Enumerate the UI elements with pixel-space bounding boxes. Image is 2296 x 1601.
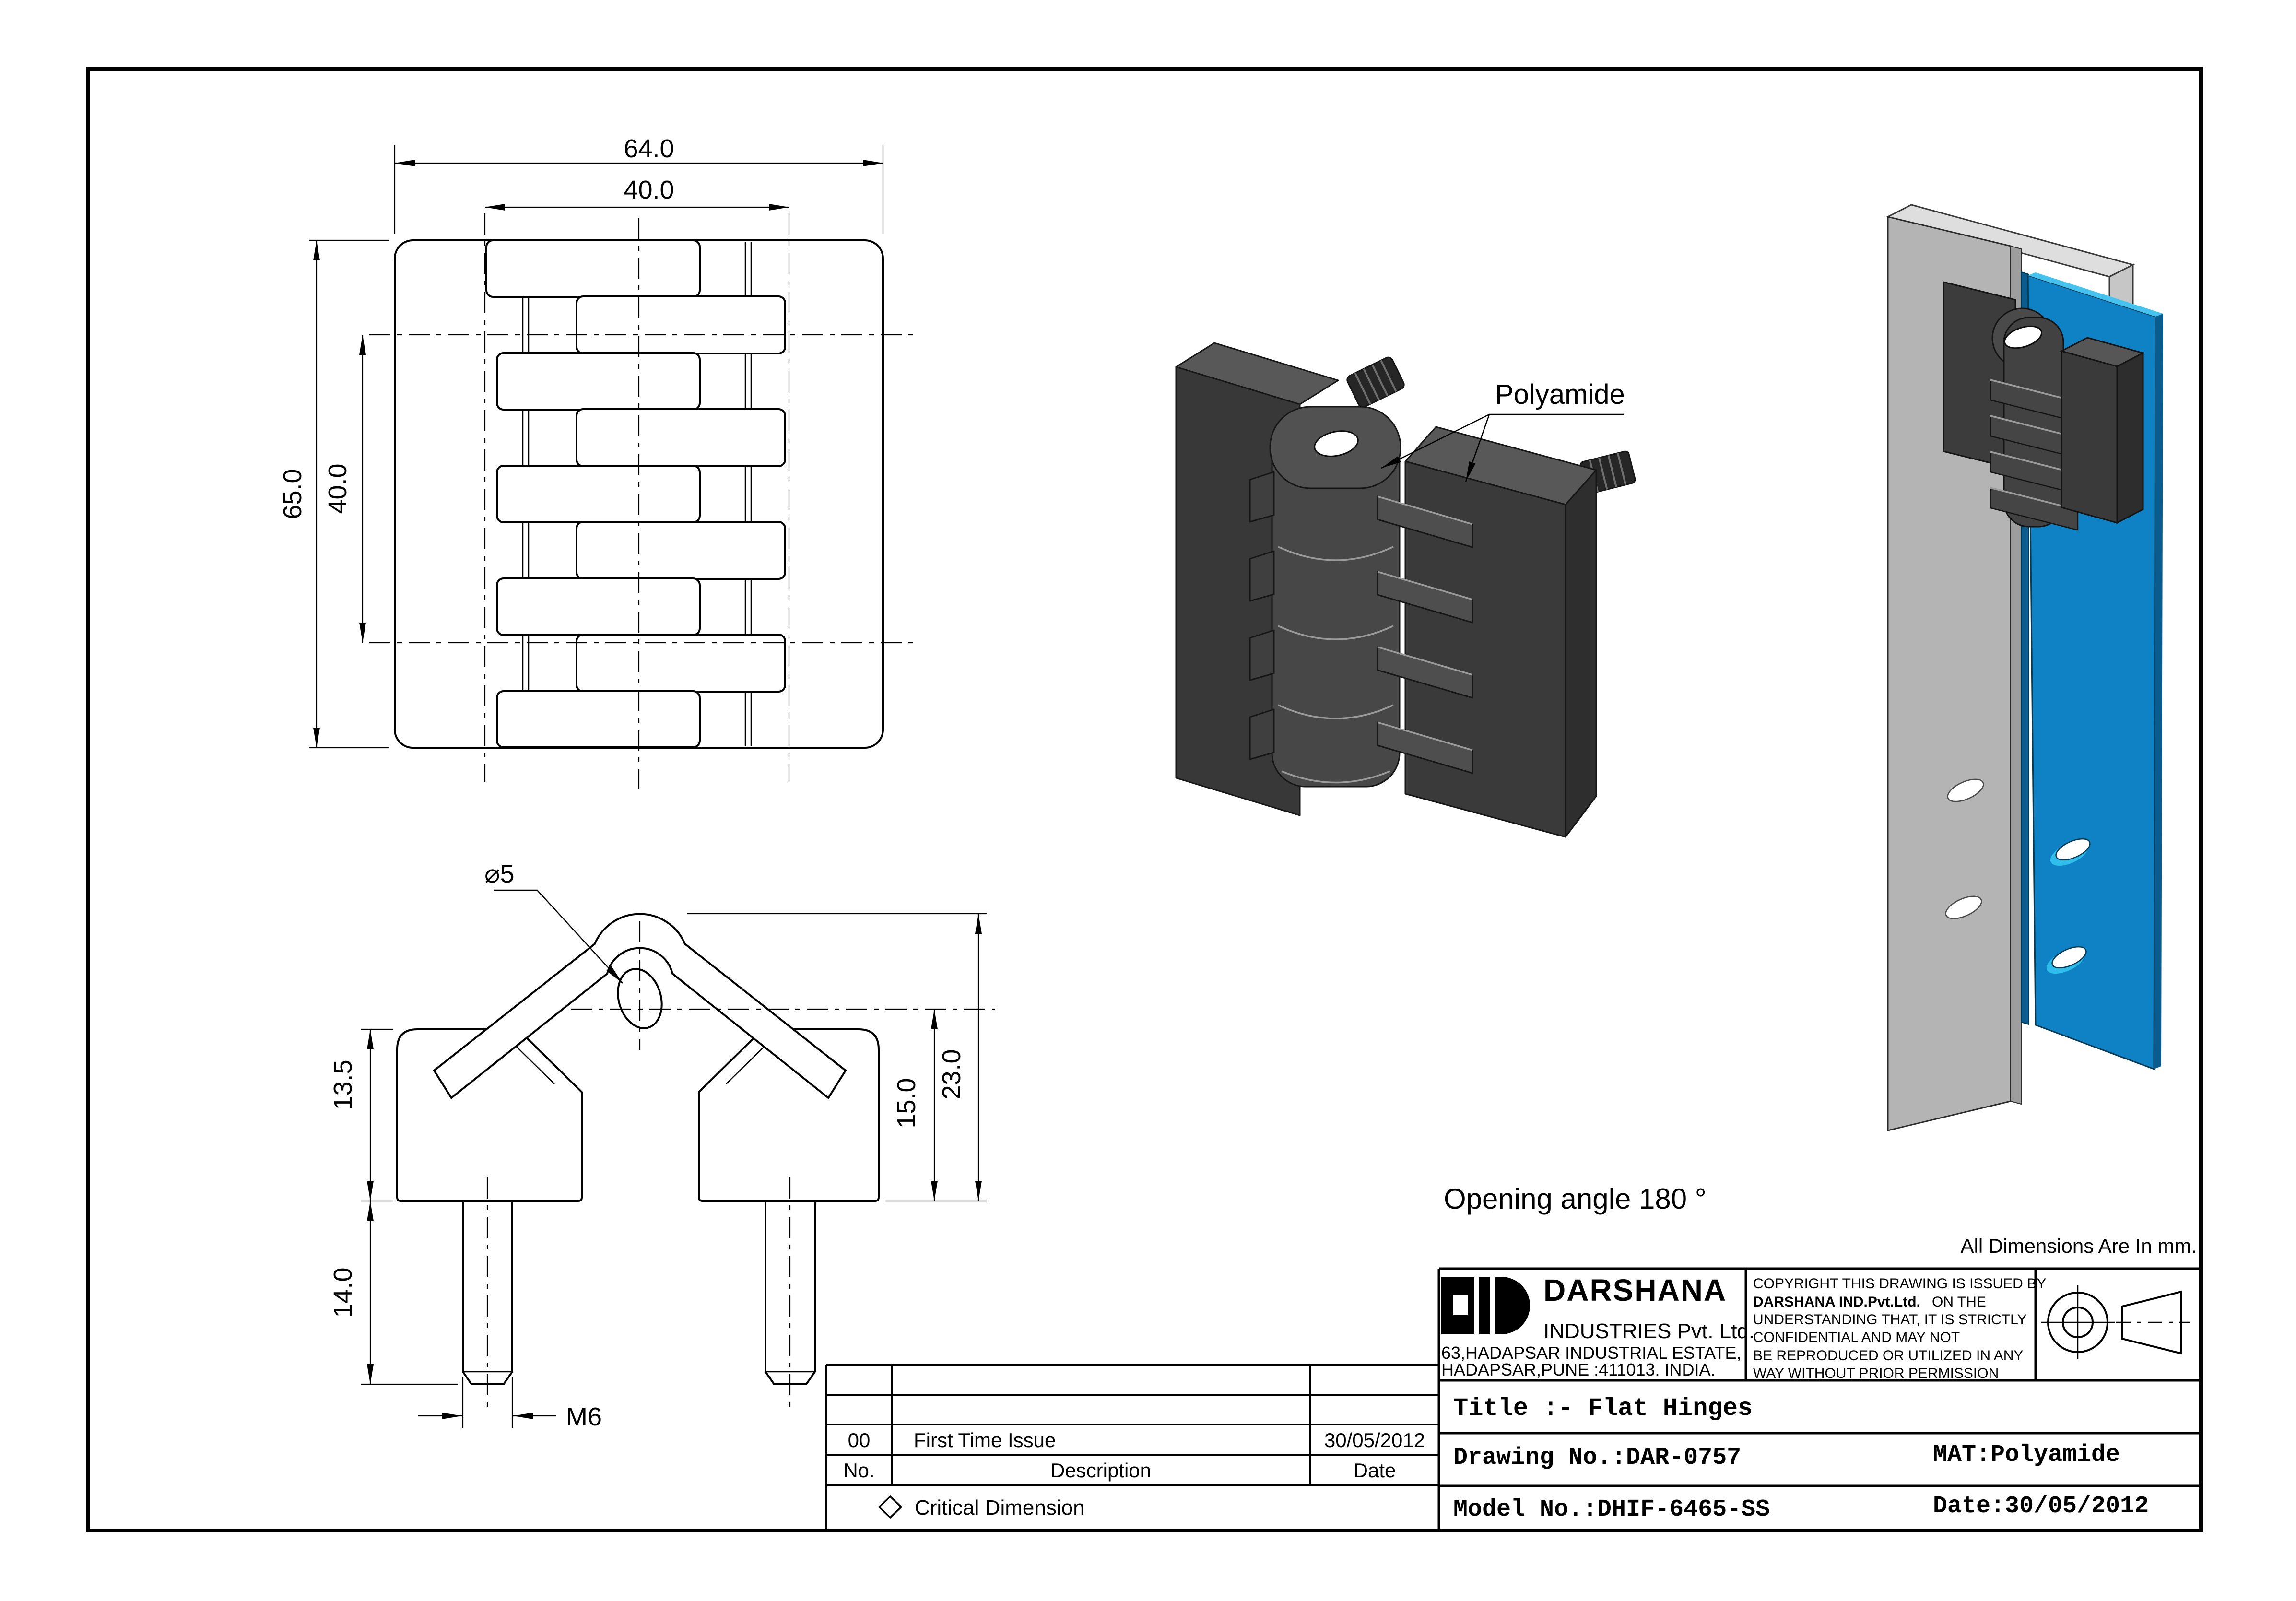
front-view: 64.0 40.0 65.0 40.0 xyxy=(278,134,918,789)
date-field: Date:30/05/2012 xyxy=(1933,1493,2149,1520)
dim-body-height: 13.5 xyxy=(329,1059,357,1110)
revision-no: 00 xyxy=(848,1429,871,1451)
hinge-leaves xyxy=(433,913,847,1099)
blue-panel-hole xyxy=(2055,838,2091,861)
sheet-border xyxy=(86,67,2203,1532)
model-number: Model No.:DHIF-6465-SS xyxy=(1453,1496,1770,1523)
projection-symbol xyxy=(2041,1285,2190,1359)
copyright-line: COPYRIGHT THIS DRAWING IS ISSUED BY xyxy=(1753,1276,2046,1292)
dim-thread: M6 xyxy=(566,1402,602,1431)
revision-date: 30/05/2012 xyxy=(1324,1429,1425,1451)
front-view-dimensions: 64.0 40.0 65.0 40.0 xyxy=(278,134,884,749)
copyright-line-bold: DARSHANA IND.Pvt.Ltd. xyxy=(1753,1294,1920,1310)
dim-hole-dia: ⌀5 xyxy=(484,859,515,888)
knuckle-bar-highlight xyxy=(1377,721,1473,751)
logo-mark xyxy=(1479,1277,1490,1334)
copyright-line: WAY WITHOUT PRIOR PERMISSION xyxy=(1753,1366,1999,1381)
knuckle-band xyxy=(576,295,786,354)
copyright-line: BE REPRODUCED OR UTILIZED IN ANY xyxy=(1753,1348,2023,1364)
dim-total-height: 23.0 xyxy=(937,1049,966,1099)
copyright-note: COPYRIGHT THIS DRAWING IS ISSUED BY DARS… xyxy=(1753,1276,2046,1381)
material-label: Polyamide xyxy=(1495,379,1625,410)
knuckle-bar-highlight xyxy=(1377,495,1473,525)
company-subname: INDUSTRIES Pvt. Ltd. xyxy=(1543,1319,1754,1343)
side-view: ⌀5 13.5 14.0 M6 15.0 23.0 xyxy=(329,859,995,1431)
knuckle-wedge xyxy=(1249,471,1275,523)
blue-panel-right-edge xyxy=(2154,314,2163,1069)
drawing-title: Title :- Flat Hinges xyxy=(1453,1394,1753,1423)
hinge-right-block-front xyxy=(2061,350,2118,524)
logo-mark xyxy=(1495,1277,1530,1334)
company-logo xyxy=(1441,1277,1530,1334)
blue-panel-hole xyxy=(2051,946,2087,969)
mounted-hinge xyxy=(1943,281,2145,531)
dim-width-outer: 64.0 xyxy=(624,134,674,163)
projection-cone xyxy=(2121,1290,2182,1355)
copyright-line: CONFIDENTIAL AND MAY NOT xyxy=(1753,1330,1960,1345)
thread-lines xyxy=(1354,360,1397,405)
callout-leader xyxy=(1465,414,1490,482)
knuckle-band xyxy=(496,352,701,411)
hinge-hole xyxy=(2003,325,2043,349)
stud-body xyxy=(1346,356,1405,408)
hole-leader xyxy=(494,889,623,984)
knuckle-wedge xyxy=(1249,708,1275,760)
front-view-centerlines xyxy=(369,213,918,789)
units-note: All Dimensions Are In mm. xyxy=(1961,1235,2197,1257)
knuckle-band xyxy=(485,239,701,298)
callout-leader xyxy=(1381,413,1490,469)
revision-table: 00 First Time Issue 30/05/2012 No. Descr… xyxy=(825,1364,1439,1530)
company-name: DARSHANA xyxy=(1543,1273,1727,1307)
knuckle-bar-highlight xyxy=(1377,646,1473,676)
dim-leaf-height: 15.0 xyxy=(892,1078,921,1128)
side-view-centerlines xyxy=(486,921,995,1413)
mounted-view xyxy=(1885,204,2163,1131)
gray-panel-hole xyxy=(1945,895,1982,919)
dim-stud-length: 14.0 xyxy=(329,1267,357,1318)
knuckle-band xyxy=(576,521,786,580)
company-address1: 63,HADAPSAR INDUSTRIAL ESTATE, xyxy=(1441,1343,1741,1363)
right-knuckle-bars xyxy=(1377,495,1473,774)
dim-height-inner: 40.0 xyxy=(323,463,352,514)
left-knuckle-wedges xyxy=(1249,471,1275,760)
dim-height-outer: 65.0 xyxy=(278,469,307,519)
knuckle-bar-highlight xyxy=(1377,571,1473,600)
knuckle-wedge xyxy=(1249,629,1275,681)
front-view-knuckles xyxy=(485,239,786,748)
header-date: Date xyxy=(1354,1459,1396,1482)
critical-dimension-note: Critical Dimension xyxy=(915,1496,1085,1519)
company-address2: HADAPSAR,PUNE :411013. INDIA. xyxy=(1441,1360,1716,1379)
dim-width-inner: 40.0 xyxy=(624,176,674,204)
gray-panel-hole xyxy=(1947,778,1984,802)
knuckle-wedge xyxy=(1249,550,1275,602)
material-field: MAT:Polyamide xyxy=(1933,1441,2120,1469)
knuckle-separation-curves xyxy=(1278,546,1394,784)
knuckle-band xyxy=(576,408,786,467)
knuckle-band xyxy=(496,577,701,636)
critical-dimension-diamond-icon xyxy=(878,1495,903,1519)
stud-iso-top xyxy=(1346,356,1405,408)
drawing-number: Drawing No.:DAR-0757 xyxy=(1453,1444,1741,1472)
iso-view: Polyamide xyxy=(1175,342,1636,838)
copyright-line: UNDERSTANDING THAT, IT IS STRICTLY xyxy=(1753,1312,2027,1328)
knuckle-band xyxy=(496,465,701,523)
logo-mark-notch xyxy=(1453,1295,1468,1315)
pivot-hole-iso xyxy=(1314,430,1359,457)
side-view-dimensions: ⌀5 13.5 14.0 M6 15.0 23.0 xyxy=(329,859,987,1431)
blue-panel-top-highlight xyxy=(2028,272,2163,317)
knuckle-band xyxy=(496,690,701,748)
title-block: DARSHANA INDUSTRIES Pvt. Ltd. 63,HADAPSA… xyxy=(1437,1267,2201,1530)
hinge-right-block-side xyxy=(2116,352,2144,524)
header-description: Description xyxy=(1050,1459,1151,1482)
revision-description: First Time Issue xyxy=(914,1429,1056,1451)
header-no: No. xyxy=(843,1459,874,1482)
pivot-hole xyxy=(617,968,663,1029)
right-leaf-side-face xyxy=(1565,469,1597,838)
material-callout: Polyamide xyxy=(1381,379,1625,482)
copyright-line: ON THE xyxy=(1932,1294,1986,1310)
opening-angle-note: Opening angle 180 ° xyxy=(1444,1183,1707,1215)
